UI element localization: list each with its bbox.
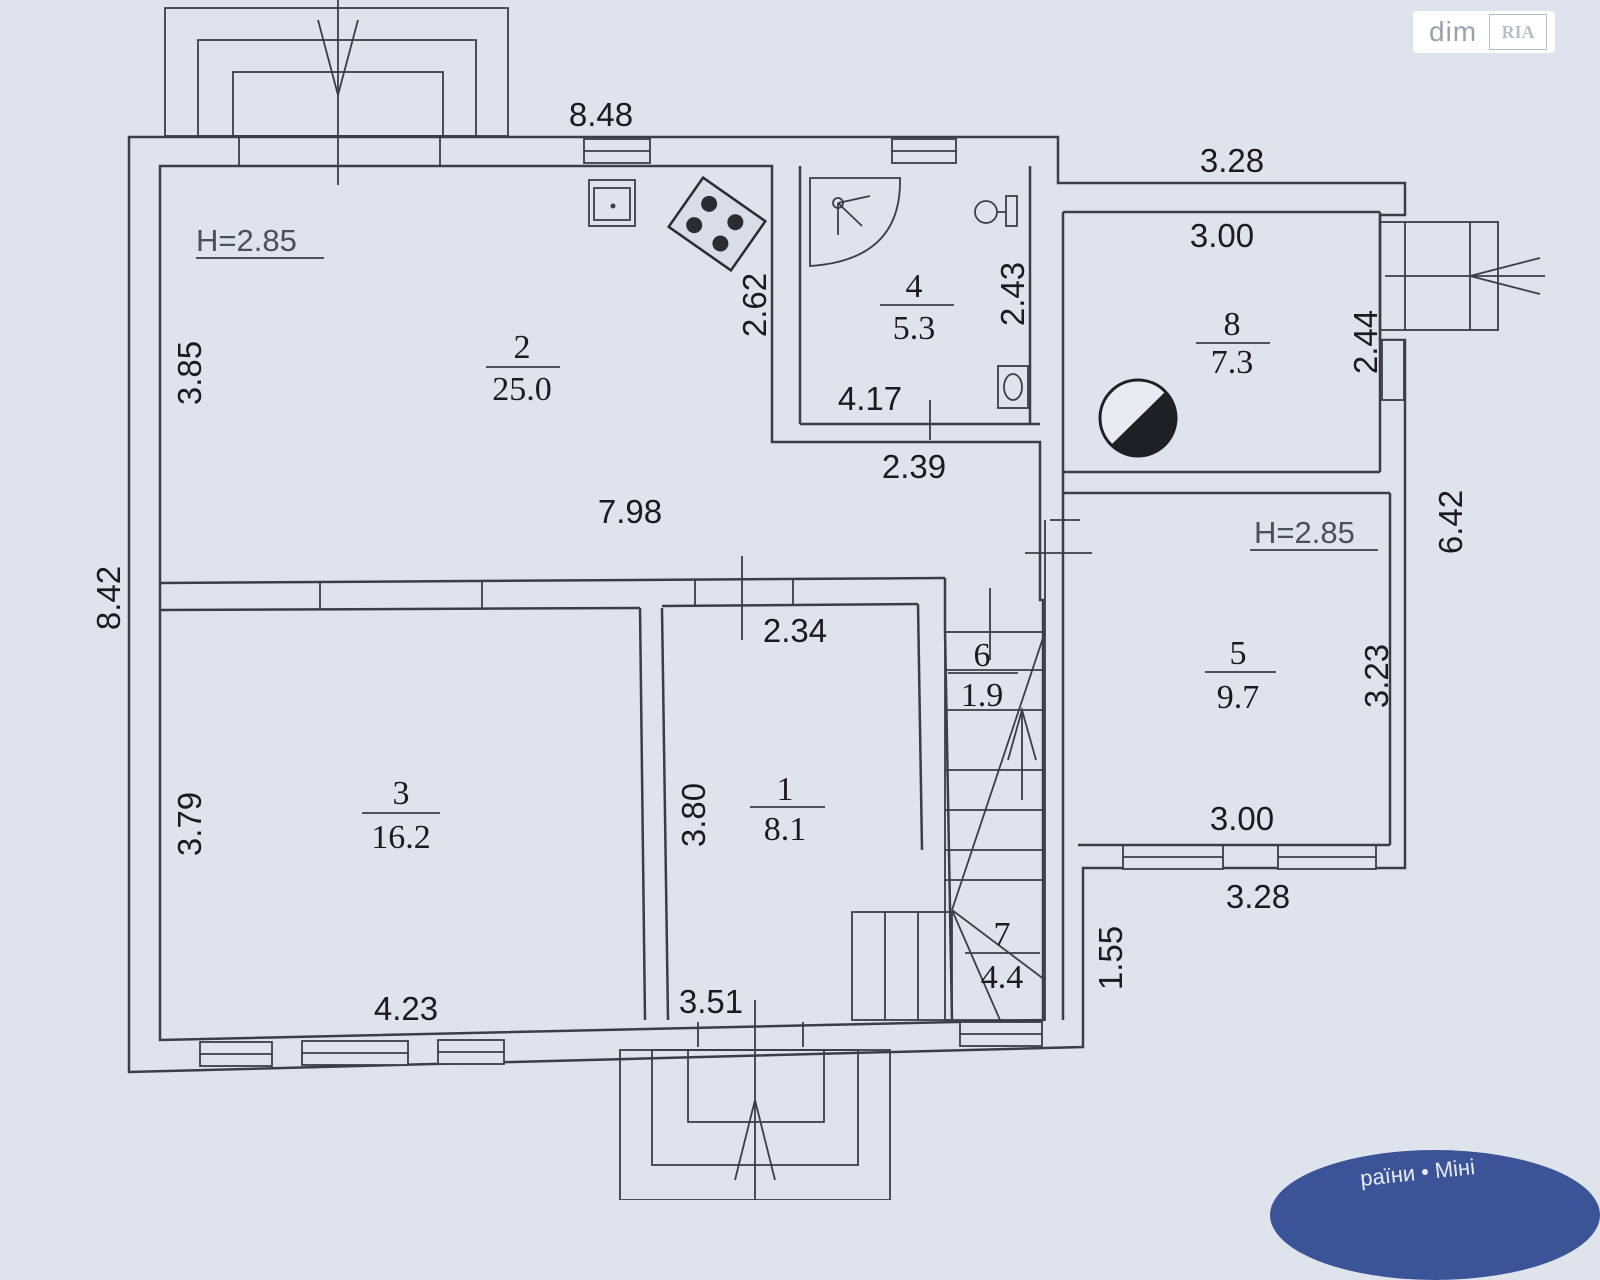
south-porch: [619, 1000, 891, 1200]
staircase: [741, 400, 1092, 1021]
toilet: [974, 195, 1018, 227]
washbasin: [997, 365, 1029, 409]
room-number: 2: [514, 329, 531, 366]
room-3-label: 3 16.2: [362, 775, 440, 856]
kitchen-sink: [588, 179, 636, 227]
dim-r4-width: 4.17: [838, 380, 902, 417]
room-area: 16.2: [371, 819, 431, 856]
dim-r2-niche: 2.62: [736, 273, 773, 337]
room-7-label: 7 4.4: [965, 916, 1040, 996]
dim-r3-width: 4.23: [374, 990, 438, 1027]
room-area: 7.3: [1211, 344, 1254, 381]
boiler: [1098, 378, 1178, 458]
room-1-label: 1 8.1: [750, 771, 825, 848]
room-4-label: 4 5.3: [880, 268, 954, 347]
dim-r1-top: 2.34: [763, 612, 827, 649]
ceiling-height-left: H=2.85: [196, 223, 297, 258]
room-area: 25.0: [492, 371, 552, 408]
dim-r2-left: 3.85: [171, 341, 208, 405]
dim-r2-width: 7.98: [598, 493, 662, 530]
exterior-walls: [127, 135, 1407, 1074]
room-area: 8.1: [764, 811, 807, 848]
room-number: 4: [906, 268, 923, 305]
shower-tray: [809, 177, 901, 267]
dim-r8-inner-top: 3.00: [1190, 217, 1254, 254]
dim-r8-outer-top: 3.28: [1200, 142, 1264, 179]
room-area: 9.7: [1217, 679, 1260, 716]
room-2-label: 2 25.0: [486, 329, 560, 408]
dim-ria-logo: dim RIA: [1413, 11, 1555, 53]
dim-stair-side: 1.55: [1092, 926, 1129, 990]
logo-badge: RIA: [1489, 14, 1548, 50]
dim-right-overall: 6.42: [1432, 490, 1469, 554]
room-number: 8: [1224, 306, 1241, 343]
official-stamp: раїни • Міні: [1270, 1150, 1600, 1280]
stamp-text: раїни • Міні: [1358, 1154, 1477, 1191]
dim-r5-inner-bottom: 3.00: [1210, 800, 1274, 837]
dim-left-overall: 8.42: [90, 566, 127, 630]
room-area: 5.3: [893, 310, 936, 347]
dim-r4-height: 2.43: [994, 262, 1031, 326]
room-8-label: 8 7.3: [1196, 306, 1270, 381]
dim-hall-width: 2.39: [882, 448, 946, 485]
dim-r1-bottom: 3.51: [679, 983, 743, 1020]
floor-plan: H=2.85 H=2.85 1 8.1 2 25.0 3 16.2 4 5.3 …: [90, 0, 1545, 1200]
room-number: 1: [777, 771, 794, 808]
dim-r8-height: 2.44: [1347, 310, 1384, 374]
room-5-label: 5 9.7: [1205, 635, 1276, 716]
room-number: 5: [1230, 635, 1247, 672]
north-porch: [164, 0, 509, 185]
dim-r3-height: 3.79: [171, 792, 208, 856]
room-6-label: 6 1.9: [948, 637, 1018, 714]
room-number: 3: [393, 775, 410, 812]
dim-r1-height: 3.80: [675, 783, 712, 847]
dim-r5-outer-bottom: 3.28: [1226, 878, 1290, 915]
ceiling-height-right: H=2.85: [1254, 515, 1355, 550]
room-area: 4.4: [981, 959, 1024, 996]
interior-walls: [159, 137, 1392, 1047]
logo-brand: dim: [1429, 16, 1478, 47]
room-number: 7: [994, 916, 1011, 953]
room-number: 6: [974, 637, 991, 674]
room-area: 1.9: [961, 677, 1004, 714]
east-porch: [1379, 221, 1545, 331]
dim-r5-height: 3.23: [1358, 644, 1395, 708]
dim-top-overall: 8.48: [569, 96, 633, 133]
stove: [666, 175, 768, 273]
windows: [199, 138, 1405, 1067]
